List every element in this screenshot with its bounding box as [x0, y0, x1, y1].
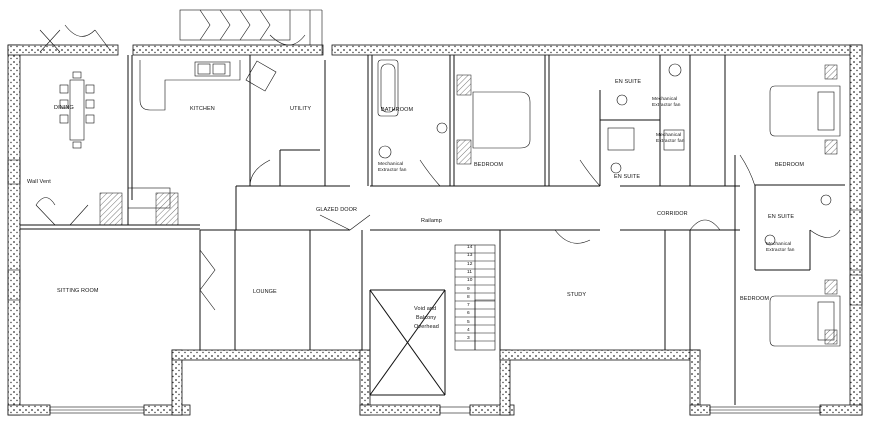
- label-bathroom-fan-2: Extractor fan: [378, 168, 407, 173]
- label-bathroom-fan-1: Mechanical: [378, 162, 404, 167]
- label-corridor: CORRIDOR: [657, 211, 688, 217]
- stair-step-number: 3: [467, 336, 470, 342]
- stair-step-number: 13: [467, 253, 473, 259]
- room-label-en-suite-1: EN SUITE: [615, 79, 642, 85]
- stairs: [454, 244, 496, 351]
- room-label-kitchen: KITCHEN: [190, 106, 215, 112]
- label-void-line-3: Overhead: [414, 324, 439, 330]
- label-ensuite3-fan-2: Extractor fan: [766, 248, 795, 253]
- outer-walls: [7, 44, 863, 416]
- label-ensuite2-fan-2: Extractor fan: [656, 139, 685, 144]
- stair-step-number: 11: [467, 269, 473, 275]
- room-label-lounge: LOUNGE: [253, 289, 277, 295]
- hatched-walls: [99, 64, 838, 345]
- furniture: [59, 59, 841, 347]
- room-label-en-suite-2: EN SUITE: [614, 174, 641, 180]
- internal-walls: [20, 55, 845, 405]
- room-label-bedroom-3: BEDROOM: [740, 296, 770, 302]
- room-label-sitting-room: SITTING ROOM: [57, 288, 99, 294]
- stair-step-number: 4: [467, 328, 470, 333]
- top-bay: [179, 9, 323, 55]
- room-label-utility: UTILITY: [290, 106, 312, 112]
- label-ensuite3-fan-1: Mechanical: [766, 242, 792, 247]
- stair-step-number: 8: [467, 294, 470, 300]
- stair-step-number: 7: [467, 303, 470, 309]
- room-label-study: STUDY: [567, 292, 587, 298]
- stair-step-number: 5: [467, 319, 470, 325]
- stair-step-number: 12: [467, 261, 473, 267]
- stair-step-number: 14: [467, 245, 473, 250]
- label-void-line-2: Balcony: [416, 315, 437, 321]
- label-wall-vent: Wall Vent: [27, 179, 51, 185]
- label-railamp: Railamp: [421, 218, 442, 224]
- label-void-line-1: Void and: [414, 306, 437, 312]
- label-ensuite1-fan-2: Extractor fan: [652, 103, 681, 108]
- room-label-bathroom: BATHROOM: [381, 107, 414, 113]
- stair-step-number: 10: [467, 278, 473, 284]
- room-label-bedroom-2: BEDROOM: [775, 162, 805, 168]
- label-ensuite2-fan-1: Mechanical: [656, 133, 682, 138]
- label-ensuite1-fan-1: Mechanical: [652, 97, 678, 102]
- room-label-en-suite-3: EN SUITE: [768, 214, 795, 220]
- stair-step-number: 6: [467, 311, 470, 317]
- label-glazed-door: GLAZED DOOR: [316, 207, 358, 213]
- door-swings: [35, 24, 841, 311]
- windows: [7, 159, 863, 414]
- room-label-bedroom-1: BEDROOM: [474, 162, 504, 168]
- room-label-dining: DINING: [54, 105, 74, 111]
- stair-step-number: 9: [467, 286, 470, 292]
